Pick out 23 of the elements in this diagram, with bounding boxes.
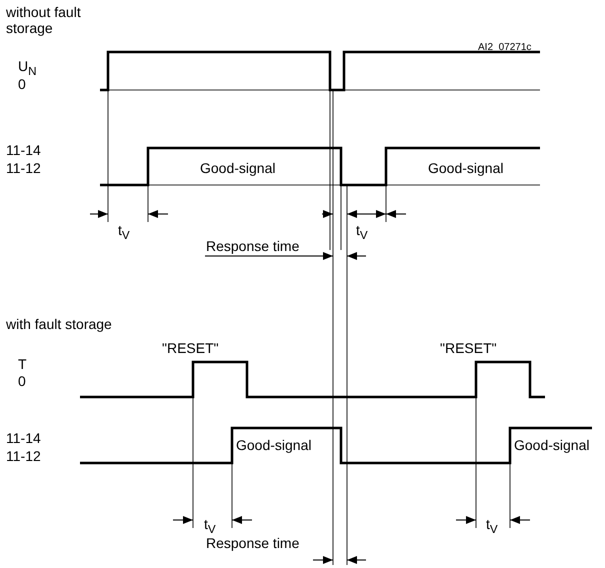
time-label: t$_{V}$ bbox=[204, 516, 216, 538]
event-label: "RESET" bbox=[162, 340, 219, 356]
state-label: Good-signal bbox=[428, 160, 504, 176]
signal-label: U$_{N}$ bbox=[18, 58, 37, 79]
section-heading: with fault storage bbox=[6, 316, 113, 332]
time-label: t$_{V}$ bbox=[118, 222, 130, 244]
state-label: Good-signal bbox=[514, 437, 590, 453]
signal-label: 11-14 bbox=[6, 430, 41, 446]
level-label: 0 bbox=[18, 76, 26, 92]
drawing-number: AI2_07271c bbox=[478, 42, 532, 54]
state-label: Good-signal bbox=[200, 160, 276, 176]
time-label: Response time bbox=[206, 535, 300, 551]
event-label: "RESET" bbox=[440, 340, 497, 356]
section-heading: without fault storage bbox=[6, 4, 82, 36]
time-label: t$_{V}$ bbox=[356, 222, 368, 244]
signal-label: 11-14 bbox=[6, 142, 41, 158]
signal-label: 11-12 bbox=[6, 160, 41, 176]
time-label: t$_{V}$ bbox=[486, 516, 498, 538]
state-label: Good-signal bbox=[236, 437, 312, 453]
time-label: Response time bbox=[206, 238, 300, 254]
signal-label: T bbox=[18, 356, 27, 372]
level-label: 0 bbox=[18, 373, 26, 389]
signal-label: 11-12 bbox=[6, 448, 41, 464]
